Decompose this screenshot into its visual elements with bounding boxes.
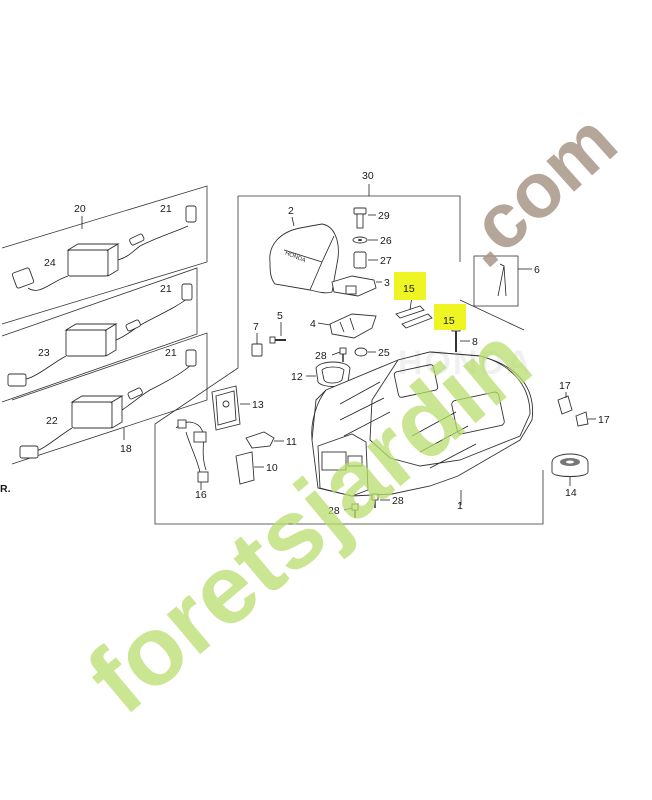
bolt-stack — [352, 207, 378, 269]
assembly-frame-30 — [154, 184, 544, 525]
callout-28-top: 28 — [315, 350, 327, 362]
callout-27: 27 — [380, 255, 392, 267]
callout-23: 23 — [38, 347, 50, 359]
callout-14: 14 — [565, 487, 577, 499]
callout-15-lower: 15 — [443, 315, 455, 327]
callout-12: 12 — [291, 371, 303, 383]
control-box-13 — [211, 385, 250, 431]
bracket-4 — [317, 313, 377, 339]
screw-28-top — [331, 347, 347, 362]
callout-11: 11 — [286, 436, 297, 448]
callout-26: 26 — [380, 235, 392, 247]
watermark-brand: HONDA — [398, 344, 533, 382]
transformer-22 — [19, 349, 197, 459]
cover-2: HONDA — [269, 216, 339, 294]
callout-28-bottom-b: 28 — [392, 495, 404, 507]
callout-10: 10 — [266, 462, 278, 474]
connector-11 — [245, 431, 284, 449]
main-body-1 — [311, 351, 534, 505]
callout-15-upper: 15 — [403, 283, 415, 295]
callout-6: 6 — [534, 264, 540, 276]
clips-17 — [557, 392, 596, 427]
pin-6-box — [473, 255, 532, 307]
callout-22: 22 — [46, 415, 58, 427]
callout-25: 25 — [378, 347, 390, 359]
callout-28-bottom-a: 28 — [328, 505, 340, 517]
callout-17-upper: 17 — [559, 380, 571, 392]
callout-29: 29 — [378, 210, 390, 222]
spool-14 — [551, 453, 589, 486]
callout-18: 18 — [120, 443, 132, 455]
callout-20: 20 — [74, 203, 86, 215]
edge-mark: R. — [0, 483, 11, 495]
clip-7 — [251, 333, 263, 357]
power-supply-panels — [1, 185, 208, 465]
callout-30: 30 — [362, 170, 374, 182]
callout-7: 7 — [253, 321, 259, 333]
callout-21-b: 21 — [160, 283, 172, 295]
screw-5 — [269, 322, 286, 344]
bracket-3 — [331, 275, 382, 297]
transformer-24 — [11, 205, 197, 291]
callout-4: 4 — [310, 318, 316, 330]
highlight-15-lower — [434, 304, 466, 330]
callout-2: 2 — [288, 205, 294, 217]
watermark-dotcom: .com — [439, 96, 633, 283]
screw-28-bottom-b — [371, 493, 390, 508]
callout-3: 3 — [384, 277, 390, 289]
screw-28-bottom-a — [343, 503, 359, 518]
callout-21-a: 21 — [160, 203, 172, 215]
callout-1: 1 — [457, 500, 463, 512]
harness-16 — [175, 419, 209, 490]
callout-16: 16 — [195, 489, 207, 501]
callout-24: 24 — [44, 257, 56, 269]
callout-labels: 20 21 24 21 23 21 22 18 R. 30 2 29 26 27… — [0, 170, 610, 517]
callout-5: 5 — [277, 310, 283, 322]
cover-10 — [235, 451, 264, 485]
callout-13: 13 — [252, 399, 264, 411]
watermark-site-name: foretsjardin — [67, 303, 551, 734]
nut-25 — [354, 347, 376, 357]
highlight-15-upper — [394, 272, 426, 300]
callout-17-right: 17 — [598, 414, 610, 426]
transformer-23 — [7, 283, 193, 387]
callout-8: 8 — [472, 336, 478, 348]
callout-21-c: 21 — [165, 347, 177, 359]
